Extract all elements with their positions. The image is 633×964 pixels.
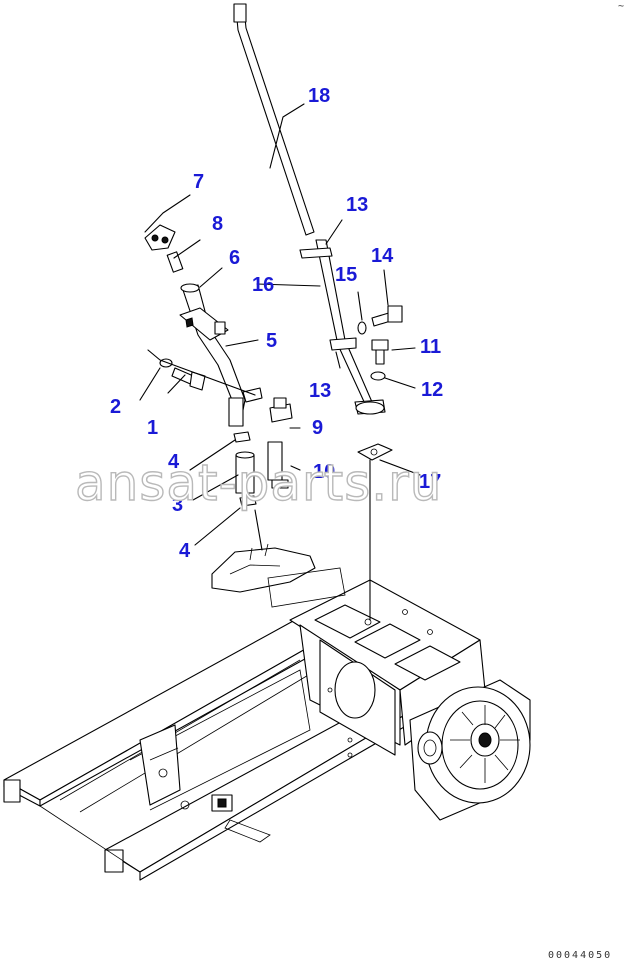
callout-3: 3 — [172, 494, 183, 516]
callout-16: 16 — [252, 274, 274, 296]
callout-4b: 4 — [179, 540, 191, 562]
callout-5: 5 — [266, 330, 277, 352]
callout-1: 1 — [147, 417, 158, 439]
callout-14: 14 — [371, 245, 394, 267]
lever-assembly — [144, 3, 403, 608]
leader-lines — [139, 103, 421, 621]
callout-13b: 13 — [309, 380, 331, 402]
callout-8: 8 — [212, 213, 223, 235]
callout-13a: 13 — [346, 194, 368, 216]
main-frame — [3, 579, 531, 881]
callout-11: 11 — [420, 336, 441, 358]
callout-15: 15 — [335, 264, 357, 286]
drawing-code: 00044050 — [548, 950, 612, 961]
callout-18: 18 — [308, 85, 330, 107]
callout-10: 10 — [313, 461, 335, 483]
callout-2: 2 — [110, 396, 121, 418]
callout-6: 6 — [229, 247, 240, 269]
callout-7: 7 — [193, 171, 204, 193]
callout-9: 9 — [312, 417, 323, 439]
corner-mark: ~ — [618, 1, 626, 12]
callout-12: 12 — [421, 379, 443, 401]
watermark-text: ansat-parts.ru — [75, 454, 442, 512]
callout-4a: 4 — [168, 451, 180, 473]
callout-labels: 1 2 3 4 4 5 6 7 8 9 10 11 12 13 13 14 15… — [110, 85, 443, 562]
callout-17: 17 — [419, 471, 441, 493]
